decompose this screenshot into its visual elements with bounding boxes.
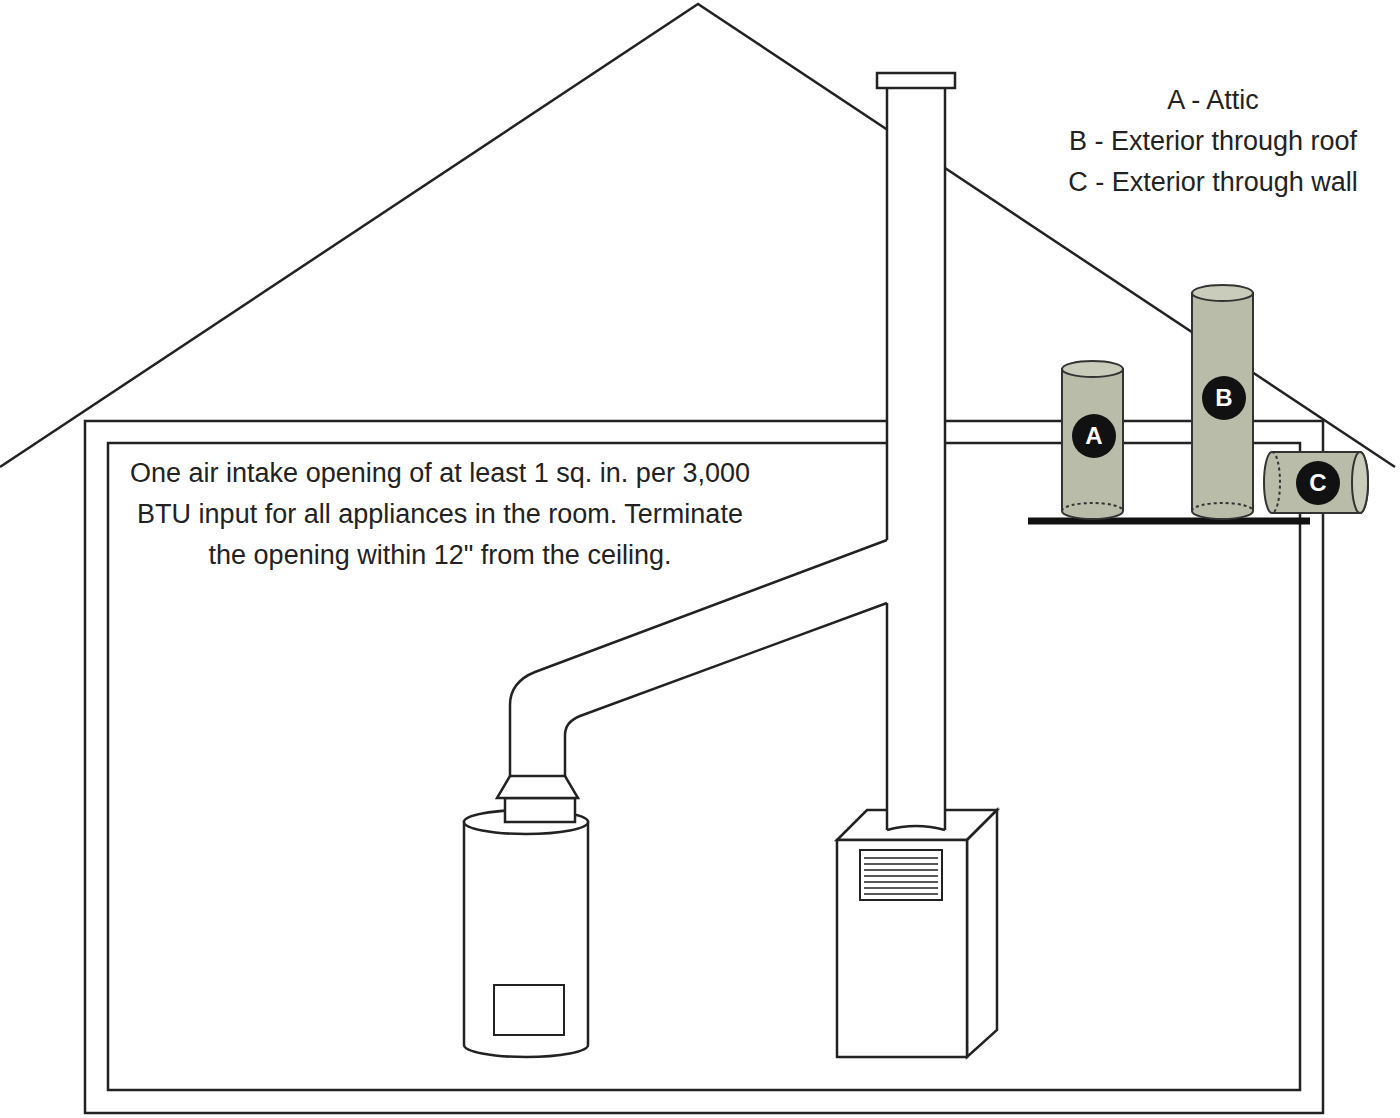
outer-wall <box>85 421 1323 1113</box>
furnace-front <box>837 840 967 1057</box>
cylinder-wall <box>1264 452 1368 513</box>
cylinder-attic <box>1062 361 1123 519</box>
callout-badge: C <box>1296 461 1340 505</box>
chimney-edge <box>944 88 947 830</box>
grille-slat <box>864 881 938 883</box>
cylinder-top <box>1192 285 1253 301</box>
grille-slat <box>864 857 938 859</box>
water-heater <box>464 776 588 1057</box>
connector-pipe-edge <box>510 540 887 778</box>
cylinder-top <box>1062 361 1123 377</box>
legend-note: A - Attic <box>1030 80 1396 120</box>
chimney-base <box>887 826 945 830</box>
cylinder-hidden-edge <box>1192 503 1253 511</box>
grille-slat <box>864 875 938 877</box>
chimney-fill <box>887 88 945 830</box>
shelf-line <box>1028 518 1310 525</box>
grille-slats <box>864 858 938 894</box>
grille-slat <box>864 863 938 865</box>
chimney-cap <box>877 73 955 88</box>
heater-label-plate <box>494 985 564 1035</box>
furnace-grille <box>860 850 942 900</box>
grille-slat <box>864 869 938 871</box>
cylinder-body <box>1264 452 1368 513</box>
callout-letter: A <box>1085 424 1102 448</box>
inner-wall <box>108 443 1300 1090</box>
cylinder-body <box>1062 369 1123 519</box>
connector-pipe-fill <box>510 540 887 778</box>
cylinder-hidden-edge <box>1272 452 1280 513</box>
callout-letter: C <box>1309 471 1326 495</box>
intake-cylinders <box>1062 285 1368 519</box>
vent-pipes <box>510 73 955 830</box>
connector-pipe-edge <box>565 603 887 778</box>
chimney-edge <box>886 88 889 540</box>
cylinder-top <box>1352 452 1368 513</box>
legend-note: B - Exterior through roof <box>1030 121 1396 161</box>
roof-line <box>0 4 1395 467</box>
furnace-side <box>967 810 997 1057</box>
callout-letter: B <box>1215 386 1232 410</box>
cylinder-body <box>1192 293 1253 519</box>
callout-badge: B <box>1202 376 1246 420</box>
chimney-edge <box>886 603 889 830</box>
heater-body <box>464 822 588 1057</box>
note-text: One air intake opening of at least 1 sq.… <box>120 453 760 576</box>
draft-hood-collar <box>505 798 575 822</box>
legend-note: C - Exterior through wall <box>1030 162 1396 202</box>
furnace <box>837 810 997 1057</box>
callout-badge: A <box>1072 414 1116 458</box>
draft-hood <box>497 776 578 798</box>
house-outline <box>0 4 1395 1113</box>
grille-slat <box>864 893 938 895</box>
grille-slat <box>864 887 938 889</box>
cylinder-roof <box>1192 285 1253 519</box>
cylinder-hidden-edge <box>1062 503 1123 511</box>
